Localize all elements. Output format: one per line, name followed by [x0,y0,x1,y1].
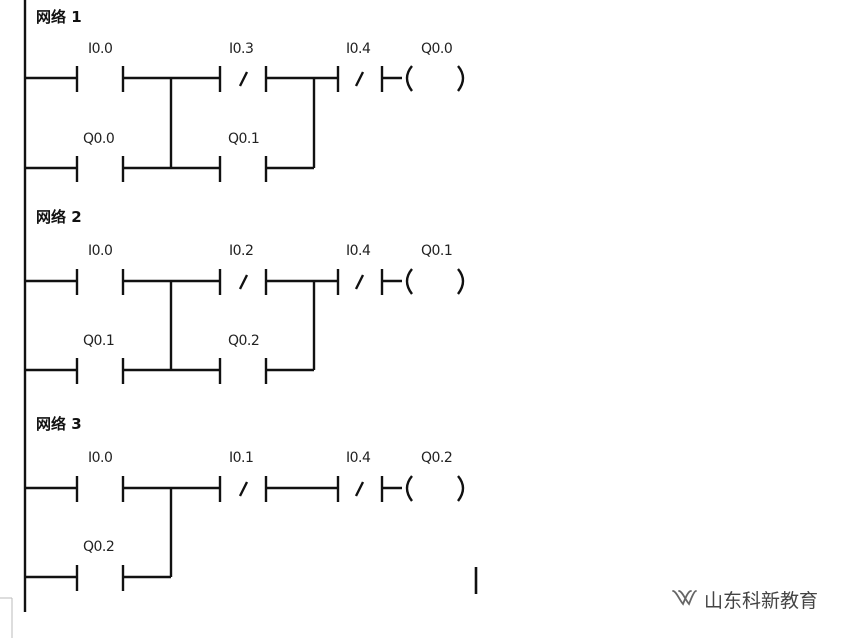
contact-label: Q0.2 [228,333,260,349]
watermark-text: 山东科新教育 [704,590,819,612]
contact-label: I0.4 [346,41,371,57]
contact-label: I0.4 [346,450,371,466]
network-2-wiring [25,268,465,384]
contact-label: I0.3 [229,41,254,57]
network-2-title: 网络 2 [36,208,82,226]
network-3-wiring [25,475,478,594]
contact-label: I0.2 [229,243,254,259]
contact-label: Q0.0 [83,131,115,147]
nc-contact-slash [238,71,249,87]
network-3-title: 网络 3 [36,415,82,433]
contact-label: Q0.2 [83,539,115,555]
contact-label: I0.0 [88,41,113,57]
contact-label: I0.4 [346,243,371,259]
coil-right [457,65,465,92]
watermark: 山东科新教育 [670,586,818,613]
contact-label: Q0.1 [83,333,115,349]
coil-left [405,65,413,92]
nc-contact-slash [354,71,365,87]
coil-label: Q0.2 [421,450,453,466]
network-1-title: 网络 1 [36,8,82,26]
coil-label: Q0.1 [421,243,453,259]
contact-label: I0.0 [88,450,113,466]
network-1-wiring [25,65,465,182]
contact-label: I0.0 [88,243,113,259]
contact-label: I0.1 [229,450,254,466]
coil-label: Q0.0 [421,41,453,57]
contact-label: Q0.1 [228,131,260,147]
wechat-channel-icon [670,587,698,613]
